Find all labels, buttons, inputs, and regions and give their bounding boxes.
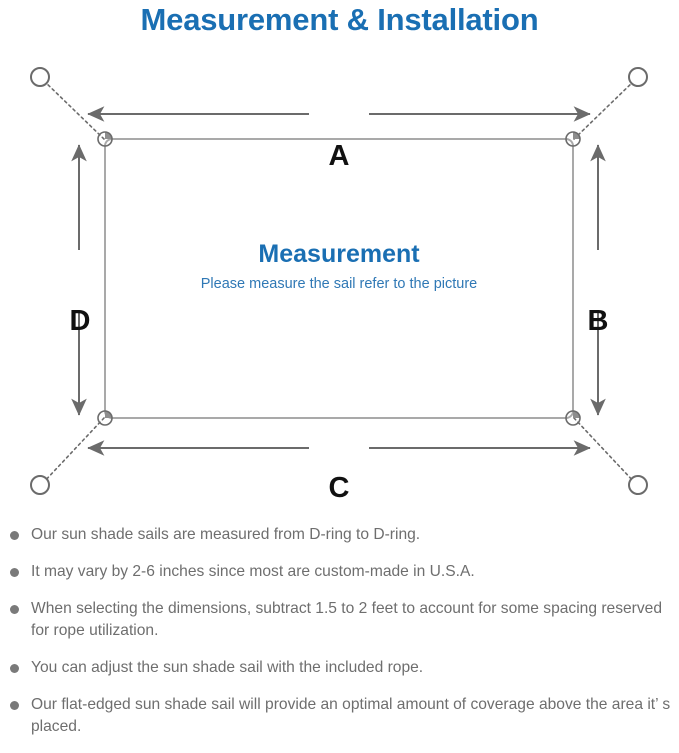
note-text: It may vary by 2-6 inches since most are… [31,563,475,580]
d-ring-top-left [97,131,113,147]
d-ring-top-right [565,131,581,147]
sail-rectangle [104,138,574,419]
d-ring-bottom-right [565,410,581,426]
list-item: When selecting the dimensions, subtract … [0,598,679,642]
bullet-icon [10,605,19,614]
bullet-icon [10,664,19,673]
list-item: You can adjust the sun shade sail with t… [0,657,679,679]
bullet-icon [10,701,19,710]
list-item: Our flat-edged sun shade sail will provi… [0,694,679,738]
anchor-ring-top-left [30,67,50,87]
bullet-icon [10,568,19,577]
list-item: It may vary by 2-6 inches since most are… [0,561,679,583]
note-text: Our sun shade sails are measured from D-… [31,526,421,543]
note-text: When selecting the dimensions, subtract … [31,600,663,639]
page-title: Measurement & Installation [140,2,539,37]
rope-top-right [573,78,637,140]
rope-bottom-left [41,417,105,485]
bullet-icon [10,531,19,540]
notes-list: Our sun shade sails are measured from D-… [0,524,679,753]
note-text: Our flat-edged sun shade sail will provi… [31,696,671,735]
rope-top-left [41,78,105,140]
note-text: You can adjust the sun shade sail with t… [31,659,424,676]
anchor-ring-top-right [628,67,648,87]
rope-bottom-right [573,417,637,485]
list-item: Our sun shade sails are measured from D-… [0,524,679,546]
diagram-canvas [30,67,648,495]
measurement-diagram: Measurement Please measure the sail refe… [0,44,679,520]
d-ring-bottom-left [97,410,113,426]
anchor-ring-bottom-right [628,475,648,495]
anchor-ring-bottom-left [30,475,50,495]
